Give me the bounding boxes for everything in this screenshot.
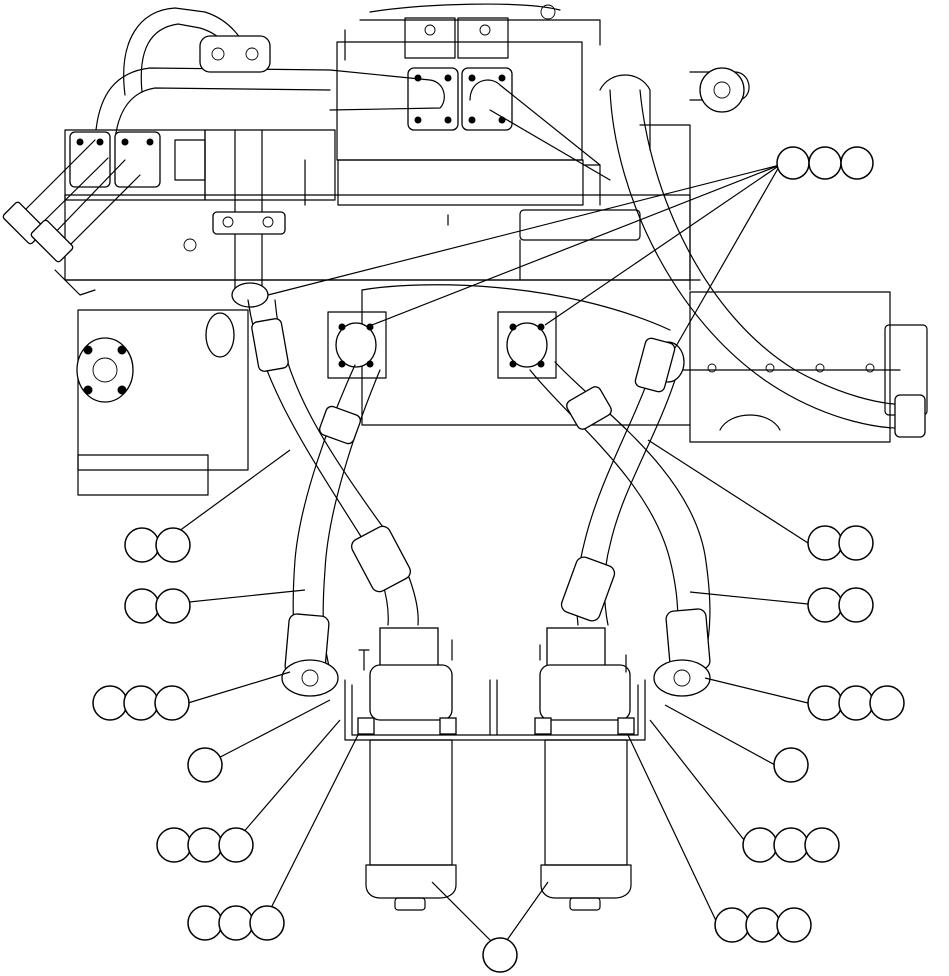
callout-left-5: [156, 827, 254, 863]
callout-right-3: [807, 685, 905, 721]
upper-valve-assembly: [2, 3, 750, 296]
callout-left-1: [124, 527, 191, 563]
callout-right-1: [807, 525, 874, 561]
callout-right-5: [742, 827, 840, 863]
callout-right-4: [773, 747, 809, 783]
callout-left-2: [124, 588, 191, 624]
callout-left-3: [92, 685, 190, 721]
right-frame: [609, 89, 928, 443]
callout-bottom: [482, 937, 518, 973]
hose-set: [247, 299, 711, 677]
leader-lines: [159, 164, 809, 951]
callout-right-2: [807, 587, 874, 623]
callout-left-4: [187, 747, 223, 783]
callout-right-6: [714, 907, 812, 943]
callout-top-right: [776, 146, 874, 180]
callout-left-6: [187, 905, 285, 941]
filter-assembly: [281, 627, 711, 911]
